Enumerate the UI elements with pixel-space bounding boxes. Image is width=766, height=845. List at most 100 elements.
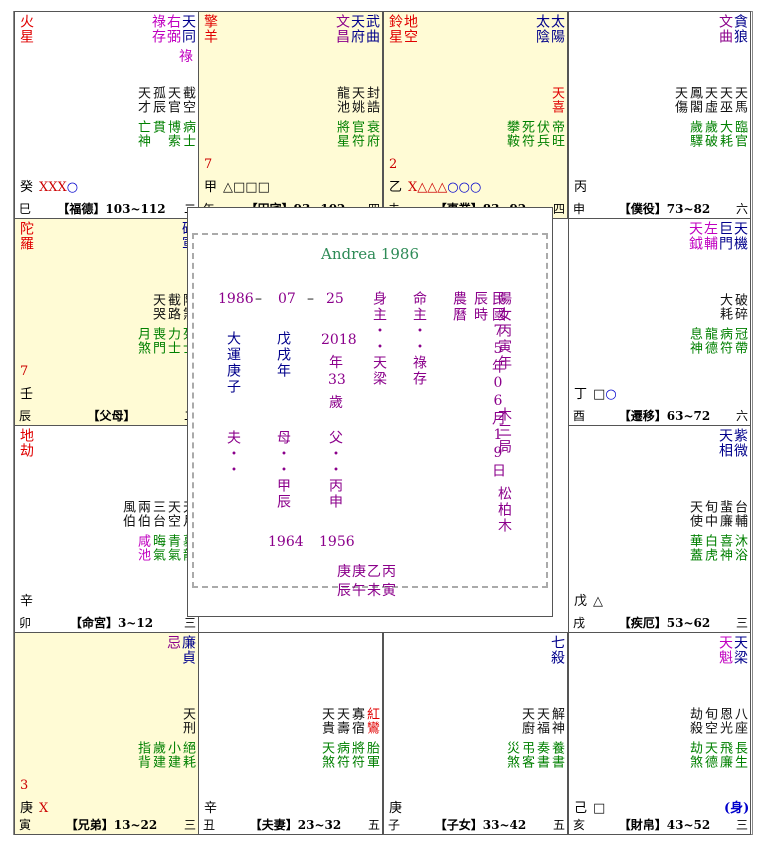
minor-stars: 天喜 (549, 86, 564, 120)
minor-star: 台輔 (732, 500, 747, 528)
palace-name[interactable]: 【疾厄】53~62 (618, 615, 711, 630)
current-year: 2018 (321, 332, 357, 348)
spirit-star: 大耗 (717, 120, 732, 148)
stem-line: 辛 (204, 797, 223, 816)
main-stars: 貪狼文曲 (717, 14, 748, 44)
palace-name[interactable]: 【僕役】73~82 (618, 201, 711, 216)
palace-name[interactable]: 【兄弟】13~22 (65, 817, 158, 832)
minor-star: 八座 (732, 707, 747, 735)
spirit-star: 咸池 (135, 534, 150, 562)
spirit-star: 病士 (180, 120, 195, 148)
spirit-stars: 胎軍將符病符天煞 (319, 741, 379, 775)
minor-star: 蜚廉 (717, 500, 732, 528)
life-master: 命主・・祿存 (411, 291, 427, 387)
palace-number: 2 (389, 157, 398, 172)
circle-marks: ○○○ (447, 180, 482, 195)
minor-star: 天傷 (672, 86, 687, 114)
heavenly-stem: 甲 (204, 180, 218, 195)
malefic-star: 地劫 (18, 428, 34, 458)
spirit-star: 晦氣 (150, 534, 165, 562)
palace-chen[interactable]: 破軍陀羅陰煞截路天哭死士力士喪門月煞7壬辰【父母】二 (14, 218, 199, 426)
palace-name[interactable]: 【命宮】3~12 (69, 615, 154, 630)
spirit-star: 病符 (717, 327, 732, 355)
malefic-stars: 地劫 (18, 428, 34, 458)
main-star: 文昌 (334, 14, 350, 44)
earthly-branch: 丑 (203, 817, 216, 832)
minor-star: 天壽 (334, 707, 349, 735)
spirit-star: 華蓋 (687, 534, 702, 562)
palace-name[interactable]: 【子女】33~42 (434, 817, 527, 832)
minor-stars: 封誥天姚龍池 (334, 86, 379, 120)
husband-label: 夫・・ (225, 430, 241, 478)
transform-marks: □ (593, 801, 606, 816)
minor-star: 天喜 (549, 86, 564, 114)
palace-name[interactable]: 【遷移】63~72 (618, 408, 711, 423)
body-palace-marker: (身) (724, 801, 750, 816)
minor-star: 旬空 (702, 707, 717, 735)
minor-star: 截空 (180, 86, 195, 114)
palace-name[interactable]: 【夫妻】23~32 (249, 817, 342, 832)
spirit-star: 奏書 (534, 741, 549, 769)
minor-stars: 解神天福天廚 (519, 707, 564, 741)
minor-star: 旬中 (702, 500, 717, 528)
star-transform: 祿 (179, 49, 193, 65)
malefic-stars: 陀羅 (18, 221, 34, 251)
spirit-star: 貫 (150, 120, 165, 134)
minor-star: 天廚 (519, 707, 534, 735)
palace-tag: 三 (183, 817, 196, 832)
malefic-stars: 火星 (18, 14, 34, 44)
main-star: 天相 (717, 428, 733, 458)
stem-line: 甲△□□□ (204, 176, 270, 195)
minor-star: 鳳閣 (687, 86, 702, 114)
palace-tag: 六 (735, 408, 748, 423)
palace-name[interactable]: 【福德】103~112 (57, 201, 166, 216)
spirit-stars: 養書奏書弔客災煞 (504, 741, 564, 775)
heavenly-stem: 辛 (204, 801, 218, 816)
spirit-star: 青氣 (165, 534, 180, 562)
main-star: 紫微 (732, 428, 748, 458)
spirit-star: 伏兵 (534, 120, 549, 148)
main-stars: 武曲天府文昌 (334, 14, 380, 44)
palace-name[interactable]: 【父母】 (87, 408, 136, 423)
main-star: 巨門 (717, 221, 733, 251)
palace-tag: 五 (367, 817, 380, 832)
transform-marks: X△△△ (408, 180, 448, 195)
earthly-branch: 子 (388, 817, 401, 832)
transform-marks: XXX (39, 180, 67, 195)
main-stars: 廉貞忌 (165, 635, 196, 665)
minor-stars: 八座恩光旬空劫殺 (687, 707, 747, 741)
palace-name[interactable]: 【財帛】43~52 (618, 817, 711, 832)
spirit-star: 病符 (334, 741, 349, 769)
minor-stars: 天月天空三台兩伯風伯 (120, 500, 195, 534)
minor-star: 截路 (165, 293, 180, 321)
spirit-star: 攀鞍 (504, 120, 519, 148)
spirit-star: 災煞 (504, 741, 519, 769)
earthly-branch: 酉 (573, 408, 586, 423)
main-stars: 紫微天相 (717, 428, 748, 458)
spirit-star: 龍德 (702, 327, 717, 355)
malefic-star: 鈴星 (387, 14, 403, 44)
birth-month: 07 (278, 291, 296, 307)
father-year: 1956 (319, 534, 355, 550)
chart-title: Andrea 1986 (320, 245, 420, 263)
heavenly-stem: 乙 (389, 180, 403, 195)
palace-mao[interactable]: 地劫天月天空三台兩伯風伯墓龍青氣晦氣咸池辛卯【命宮】3~12三 (14, 425, 199, 633)
mother-label: 母・・甲辰 (275, 430, 291, 510)
malefic-star: 陀羅 (18, 221, 34, 251)
minor-star: 三台 (150, 500, 165, 528)
earthly-branch: 亥 (573, 817, 586, 832)
main-star: 文曲 (717, 14, 733, 44)
spirit-star: 喜神 (717, 534, 732, 562)
